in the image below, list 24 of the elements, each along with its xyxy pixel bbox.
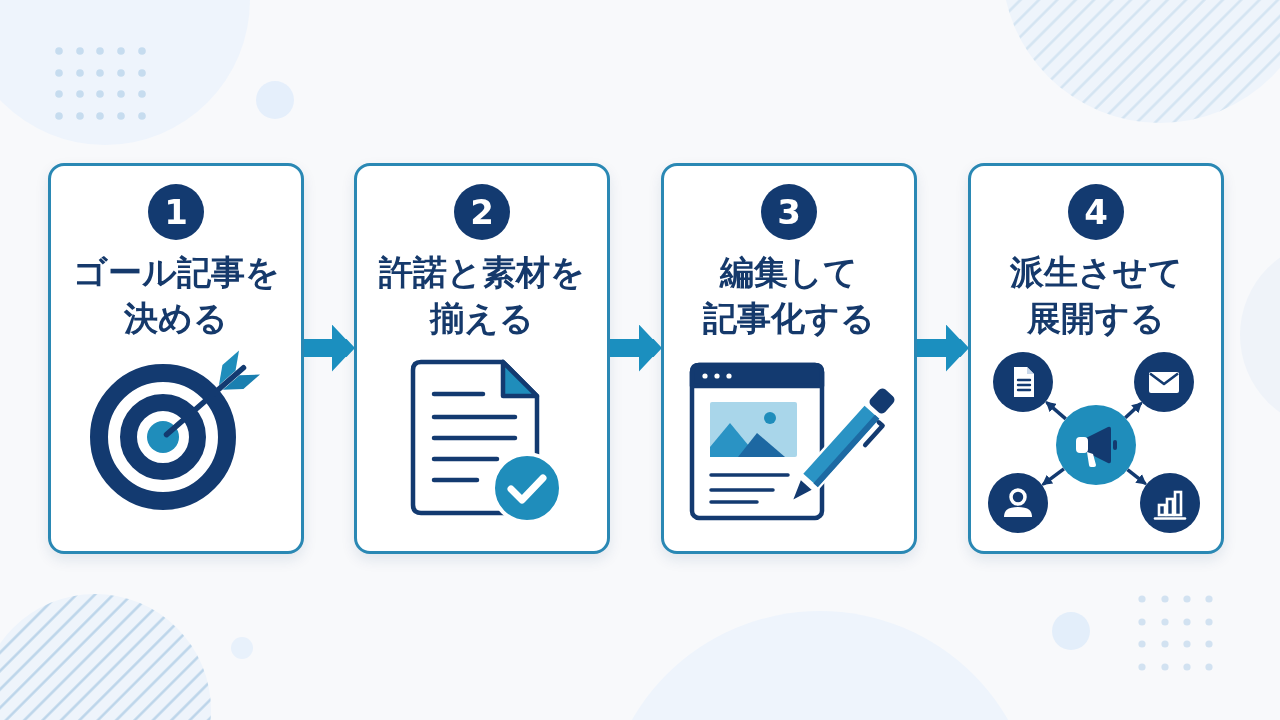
arrow	[917, 324, 968, 372]
person-icon	[988, 473, 1048, 533]
step-title: 許諾と素材を揃える	[379, 251, 585, 340]
step-title: ゴール記事を決める	[72, 251, 280, 340]
step-card	[968, 163, 1224, 554]
step-number-badge: 4	[1068, 184, 1124, 240]
arrow	[1124, 401, 1143, 420]
step-card	[354, 163, 610, 554]
step-card	[48, 163, 304, 554]
arrow	[304, 324, 354, 372]
document-icon	[993, 352, 1053, 412]
mail-icon	[1134, 352, 1194, 412]
step-number-badge: 2	[454, 184, 510, 240]
step-title: 派生させて展開する	[1009, 251, 1183, 340]
arrow	[610, 324, 661, 372]
step-card	[661, 163, 917, 554]
step-title: 編集して記事化する	[703, 251, 875, 340]
arrow	[1126, 468, 1148, 486]
megaphone-icon	[1056, 405, 1136, 485]
step-number-badge: 1	[148, 184, 204, 240]
bar-chart-icon	[1140, 473, 1200, 533]
arrow	[1044, 400, 1067, 421]
step-number-badge: 3	[761, 184, 817, 240]
arrow	[1041, 467, 1065, 486]
